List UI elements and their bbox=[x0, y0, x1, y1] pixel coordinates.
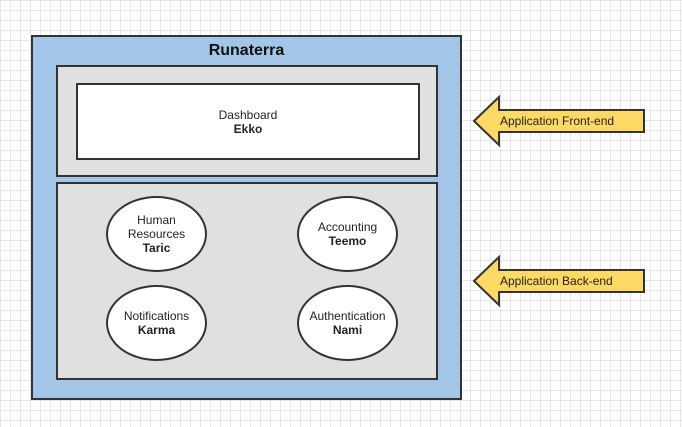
service-name: Teemo bbox=[328, 234, 367, 248]
system-title: Runaterra bbox=[208, 42, 285, 59]
backend-arrow-label: Application Back-end bbox=[500, 274, 613, 288]
frontend-arrow-label: Application Front-end bbox=[500, 114, 615, 128]
service-name: Nami bbox=[332, 323, 363, 337]
dashboard-label: Dashboard bbox=[218, 107, 278, 122]
service-name: Karma bbox=[137, 323, 176, 337]
service-human-resources: Human Resources Taric bbox=[106, 196, 207, 272]
backend-arrow-icon bbox=[472, 255, 645, 307]
dashboard-component: Dashboard Ekko bbox=[76, 83, 420, 160]
dashboard-name: Ekko bbox=[233, 121, 263, 136]
service-name: Taric bbox=[142, 241, 171, 255]
service-notifications: Notifications Karma bbox=[106, 285, 207, 361]
service-label: Authentication bbox=[309, 309, 386, 323]
service-accounting: Accounting Teemo bbox=[297, 196, 398, 272]
service-label: Notifications bbox=[123, 309, 190, 323]
service-label: Accounting bbox=[317, 220, 378, 234]
frontend-arrow-icon bbox=[472, 95, 645, 147]
service-label: Human Resources bbox=[127, 213, 186, 241]
service-authentication: Authentication Nami bbox=[297, 285, 398, 361]
